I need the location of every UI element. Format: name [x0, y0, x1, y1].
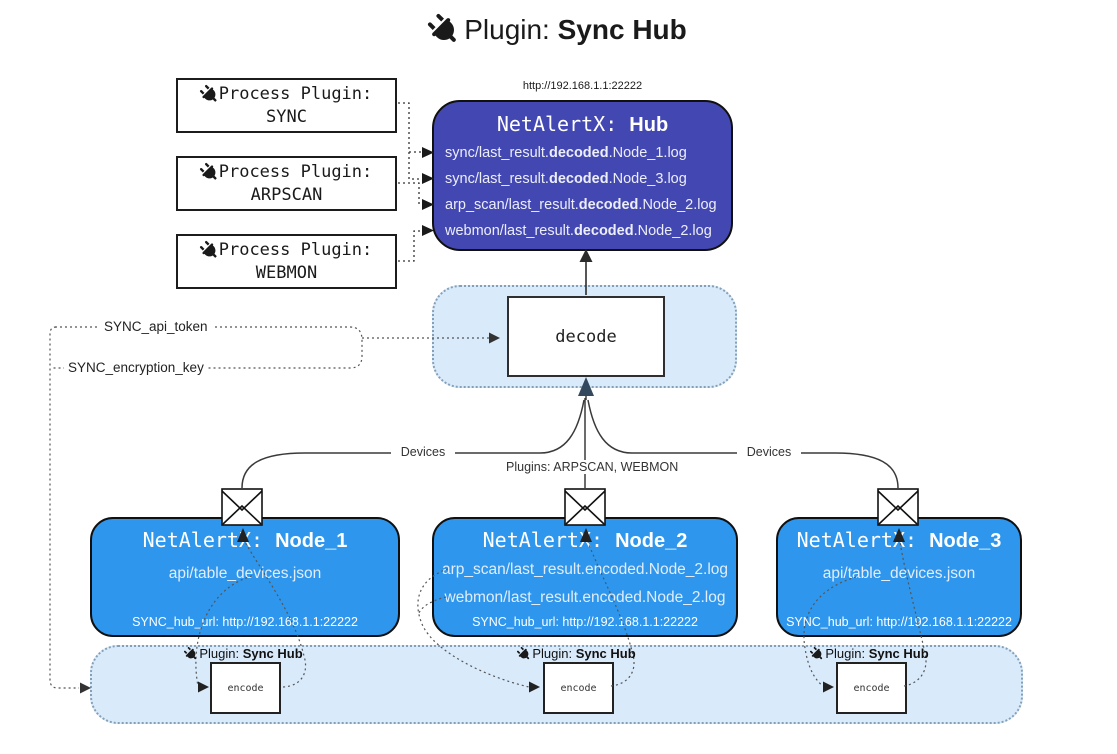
node-files: api/table_devices.json: [822, 565, 976, 582]
plug-icon: [182, 644, 200, 662]
encode-box-3: encode: [836, 662, 907, 714]
hub-log-list: sync/last_result.decoded.Node_1.log sync…: [434, 140, 731, 244]
node-3-box: NetAlertX: Node_3 api/table_devices.json…: [776, 517, 1022, 637]
process-plugin-arpscan: Process Plugin: ARPSCAN: [176, 156, 397, 211]
process-plugin-sync: Process Plugin: SYNC: [176, 78, 397, 133]
sync-api-token-label: SYNC_api_token: [100, 319, 212, 334]
encode-plugin-label-2: Plugin: Sync Hub: [507, 646, 647, 661]
hub-name-prefix: NetAlertX:: [496, 112, 630, 136]
title-prefix: Plugin:: [464, 14, 550, 45]
process-plugin-name: SYNC: [266, 106, 307, 127]
encode-plugin-label-1: Plugin: Sync Hub: [174, 646, 314, 661]
plug-icon: [423, 9, 465, 51]
plugins-label-center: Plugins: ARPSCAN, WEBMON: [503, 460, 678, 474]
node-hub-url: SYNC_hub_url: http://192.168.1.1:22222: [786, 615, 1012, 629]
process-plugin-label: Process Plugin:: [218, 239, 373, 260]
encode-box-1: encode: [210, 662, 281, 714]
hub-log-line: sync/last_result.decoded.Node_3.log: [445, 171, 687, 187]
sync-encryption-key-label: SYNC_encryption_key: [64, 360, 208, 375]
node-2-box: NetAlertX: Node_2 arp_scan/last_result.e…: [432, 517, 738, 637]
plug-icon: [515, 644, 533, 662]
plug-icon: [808, 644, 826, 662]
encode-plugin-label-3: Plugin: Sync Hub: [800, 646, 940, 661]
hub-name: Hub: [629, 114, 669, 136]
edge-process-to-hub: [398, 102, 421, 262]
hub-box: NetAlertX: Hub sync/last_result.decoded.…: [432, 100, 733, 251]
node-files: api/table_devices.json: [168, 565, 322, 582]
node-1-box: NetAlertX: Node_1 api/table_devices.json…: [90, 517, 400, 637]
encode-box-2: encode: [543, 662, 614, 714]
hub-log-line: sync/last_result.decoded.Node_1.log: [445, 145, 687, 161]
node-files: arp_scan/last_result.encoded.Node_2.log …: [441, 561, 729, 606]
node-title: NetAlertX: Node_3: [796, 528, 1002, 552]
process-plugin-name: ARPSCAN: [250, 184, 323, 205]
node-hub-url: SYNC_hub_url: http://192.168.1.1:22222: [472, 615, 698, 629]
process-plugin-label: Process Plugin:: [218, 83, 373, 104]
node-title: NetAlertX: Node_1: [142, 528, 348, 552]
process-plugin-webmon: Process Plugin: WEBMON: [176, 234, 397, 289]
hub-url-label: http://192.168.1.1:22222: [522, 80, 643, 92]
page-title: Plugin: Sync Hub: [0, 14, 1117, 46]
hub-title: NetAlertX: Hub: [434, 112, 731, 137]
devices-label-right: Devices: [737, 445, 801, 459]
process-plugin-label: Process Plugin:: [218, 161, 373, 182]
decode-box: decode: [507, 296, 665, 377]
key-arrowheads: [80, 332, 500, 694]
devices-label-left: Devices: [391, 445, 455, 459]
node-title: NetAlertX: Node_2: [482, 528, 688, 552]
hub-log-line: arp_scan/last_result.decoded.Node_2.log: [445, 197, 717, 213]
hub-log-line: webmon/last_result.decoded.Node_2.log: [445, 223, 712, 239]
title-name: Sync Hub: [557, 14, 687, 45]
node-hub-url: SYNC_hub_url: http://192.168.1.1:22222: [132, 615, 358, 629]
process-plugin-name: WEBMON: [255, 262, 318, 283]
